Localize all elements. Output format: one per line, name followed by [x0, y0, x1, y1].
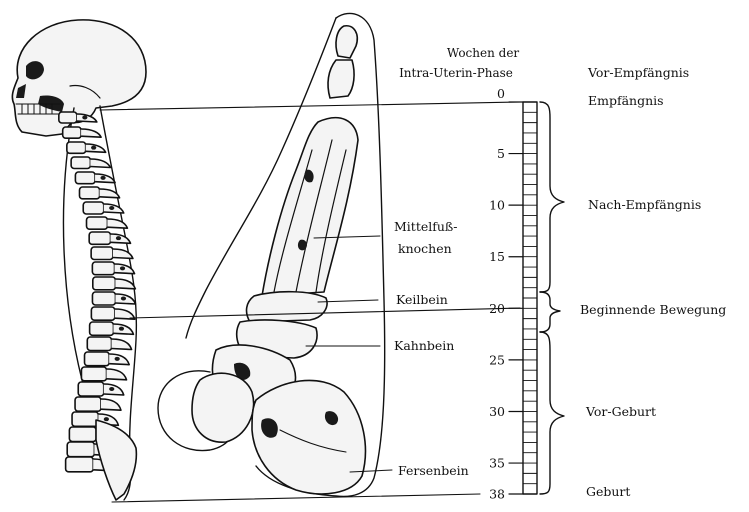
- vertebra: [63, 127, 81, 138]
- scale-tick-label: 5: [497, 146, 505, 161]
- vertebra-process: [101, 399, 121, 410]
- vertebra: [69, 427, 96, 442]
- vertebra: [89, 232, 110, 244]
- vertebra-foramen: [119, 327, 124, 331]
- vertebra-foramen: [91, 146, 96, 150]
- scale-tick-label: 30: [489, 404, 505, 419]
- label-keilbein: Keilbein: [396, 292, 448, 307]
- vertebra-process: [107, 369, 127, 380]
- phase-vor-geburt: Vor-Geburt: [585, 404, 656, 419]
- vertebra: [92, 292, 115, 305]
- phase-geburt: Geburt: [586, 484, 630, 499]
- scale-tick-label: 38: [489, 487, 505, 502]
- scale-header-line-1: Wochen der: [447, 46, 520, 60]
- phase-braces: [540, 102, 564, 494]
- brace-beginnende-bewegung: [540, 292, 560, 332]
- vertebra: [87, 337, 111, 351]
- vertebra-process: [107, 219, 127, 228]
- vertebra: [71, 157, 90, 169]
- metatarsals: [262, 118, 358, 296]
- vertebra: [79, 187, 99, 199]
- vertebra: [75, 172, 95, 184]
- phase-beginnende-bewegung: Beginnende Bewegung: [580, 302, 726, 317]
- scale-tick-label: 10: [489, 198, 505, 213]
- vertebra-foramen: [116, 236, 121, 240]
- phase-nach-empfaengnis: Nach-Empfängnis: [588, 197, 701, 212]
- vertebra: [92, 262, 114, 275]
- vertebra: [75, 397, 101, 411]
- vertebra-process: [90, 159, 110, 168]
- vertebra: [67, 442, 94, 457]
- birth-reference-line: [112, 494, 480, 502]
- vertebra: [67, 142, 86, 153]
- label-mittelfuss-line-1: Mittelfuß-: [394, 219, 458, 234]
- calcaneus-back: [192, 373, 254, 442]
- vertebra-foramen: [109, 387, 114, 391]
- conception-reference-line: [100, 102, 520, 110]
- vertebra-foramen: [82, 116, 87, 120]
- vertebra: [85, 352, 110, 366]
- vertebra: [78, 382, 104, 396]
- vertebrae: [59, 112, 136, 472]
- vertebra-process: [115, 279, 135, 289]
- scale-tick-label: 25: [489, 352, 505, 367]
- vertebra: [91, 307, 114, 320]
- brace-vor-geburt: [540, 332, 564, 494]
- vertebra: [90, 322, 114, 335]
- toe-phalanx-proximal: [328, 60, 354, 98]
- vertebra-foramen: [104, 417, 109, 421]
- brace-nach-empfaengnis: [540, 102, 564, 292]
- foot-illustration: [158, 13, 385, 496]
- scale-tick-label: 35: [489, 456, 505, 471]
- cuneiform-bone: [247, 292, 328, 322]
- vertebra: [59, 112, 77, 123]
- vertebra: [81, 367, 106, 381]
- vertebra-foramen: [100, 176, 105, 180]
- scale-tick-label: 0: [497, 86, 505, 101]
- toe-phalanx-distal: [336, 26, 357, 58]
- skull-and-spine-illustration: [12, 20, 146, 500]
- vertebra-foramen: [109, 206, 114, 210]
- scale-tick-label: 15: [489, 249, 505, 264]
- vertebra: [87, 217, 108, 229]
- vertebra: [72, 412, 98, 426]
- phase-empfaengnis: Empfängnis: [588, 93, 664, 108]
- vertebra-process: [113, 249, 133, 259]
- label-kahnbein: Kahnbein: [394, 338, 454, 353]
- scale-minor-ticks: [523, 112, 537, 483]
- scale-header-line-2: Intra-Uterin-Phase: [399, 66, 513, 80]
- vertebra: [66, 457, 94, 472]
- vertebra-foramen: [115, 357, 120, 361]
- vertebra: [93, 277, 116, 290]
- vertebra-process: [112, 339, 132, 350]
- phase-vor-empfaengnis: Vor-Empfängnis: [587, 65, 689, 80]
- vertebra-process: [81, 129, 101, 137]
- vertebra-foramen: [121, 297, 126, 301]
- vertebra: [83, 202, 104, 214]
- vertebra: [91, 247, 113, 260]
- label-mittelfuss-line-2: knochen: [398, 241, 452, 256]
- label-fersenbein: Fersenbein: [398, 463, 469, 478]
- vertebra-foramen: [120, 266, 125, 270]
